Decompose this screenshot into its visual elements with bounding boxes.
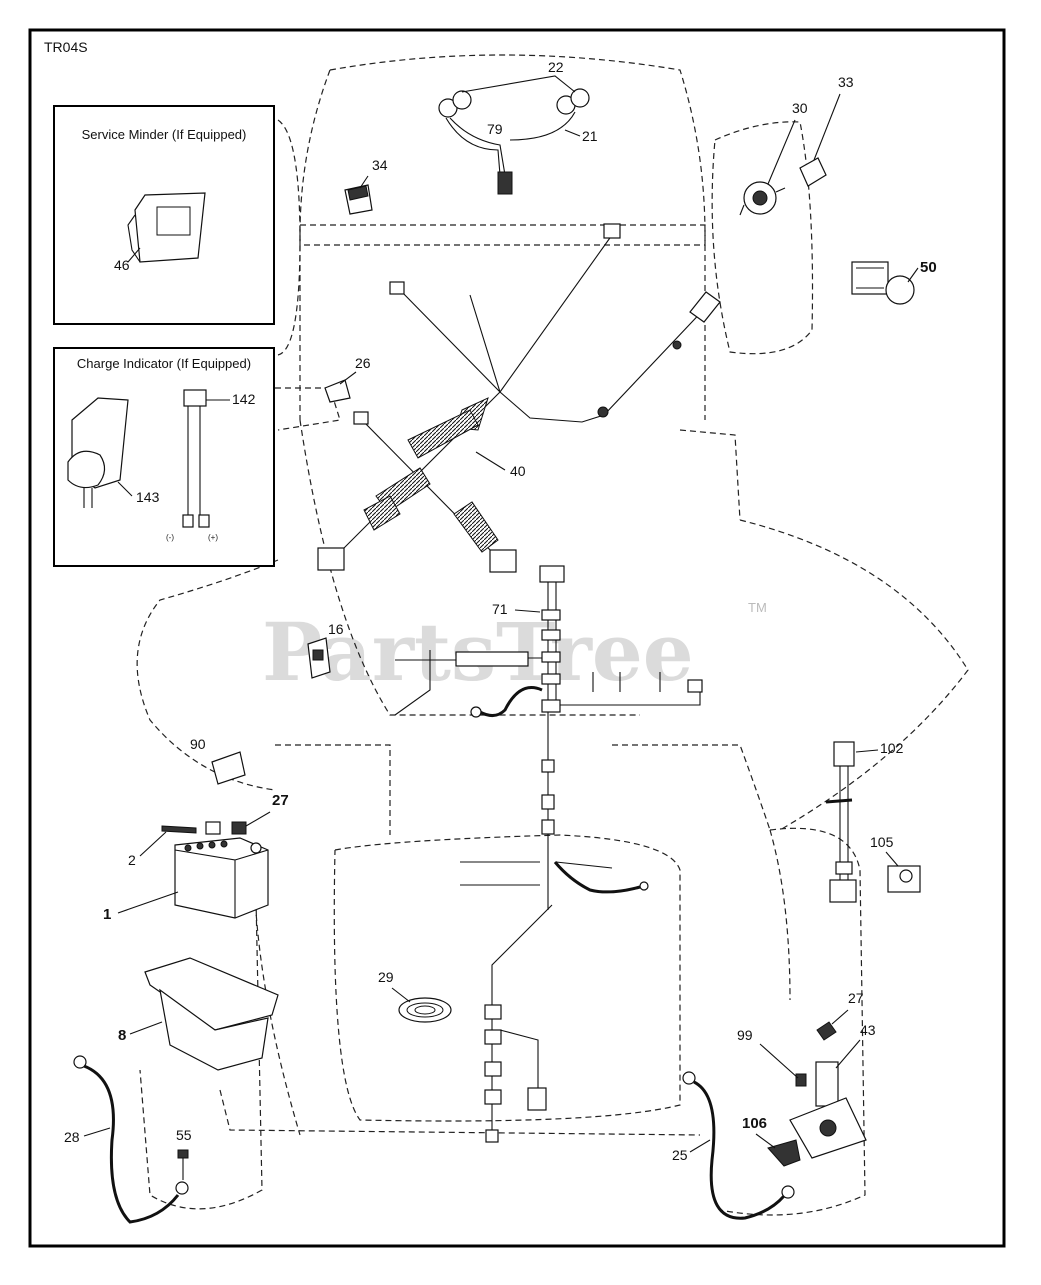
part-90-connector (211, 751, 246, 785)
part-25-positive-cable (682, 1071, 795, 1220)
part-27-nut-bottom (816, 1021, 837, 1041)
part-34-switch (344, 184, 373, 215)
tractor-outline (136, 54, 969, 1216)
part-30-ignition-switch (739, 181, 786, 216)
callout-142: 142 (232, 391, 256, 407)
part-26-clip (324, 379, 351, 403)
callout-1: 1 (103, 906, 111, 923)
callout-27-top: 27 (272, 792, 289, 809)
callout-8: 8 (118, 1027, 126, 1044)
diagram-frame (28, 28, 1006, 1248)
callout-29: 29 (378, 969, 394, 985)
part-2-bolt (161, 821, 221, 835)
part-102-harness (825, 741, 857, 903)
callout-50: 50 (920, 259, 937, 276)
callout-99: 99 (737, 1027, 753, 1043)
callout-21: 21 (582, 128, 598, 144)
main-harness-40 (317, 223, 721, 573)
callout-2: 2 (128, 852, 136, 868)
callout-102: 102 (880, 740, 904, 756)
charge-indicator-part-icon (67, 397, 129, 508)
part-33-key (799, 157, 827, 187)
diagram-code: TR04S (44, 39, 88, 55)
mark-negative: (-) (166, 533, 174, 542)
callout-79: 79 (487, 121, 503, 137)
callout-40: 40 (510, 463, 526, 479)
part-105-solenoid (887, 865, 921, 893)
service-minder-title: Service Minder (If Equipped) (82, 127, 247, 142)
callout-26: 26 (355, 355, 371, 371)
watermark: PartsTree TM (262, 600, 767, 699)
mark-positive: (+) (208, 533, 218, 542)
part-27-nut-top (231, 821, 247, 835)
callout-16: 16 (328, 621, 344, 637)
callout-25: 25 (672, 1147, 688, 1163)
callout-71: 71 (492, 601, 508, 617)
part-29-cable-bundle (398, 997, 452, 1023)
callout-143: 143 (136, 489, 160, 505)
callout-30: 30 (792, 100, 808, 116)
service-minder-part-icon (127, 192, 206, 263)
part-8-battery-tray (144, 957, 279, 1071)
part-43-starter (789, 1061, 867, 1159)
service-minder-box: Service Minder (If Equipped) 46 (53, 105, 275, 325)
headlight-harness (438, 88, 590, 195)
watermark-tm: TM (748, 600, 767, 615)
part-1-battery (174, 837, 269, 919)
callout-105: 105 (870, 834, 894, 850)
callout-90: 90 (190, 736, 206, 752)
charge-indicator-harness-icon: (-) (+) (166, 389, 218, 542)
callout-43: 43 (860, 1022, 876, 1038)
callout-22: 22 (548, 59, 564, 75)
callout-28: 28 (64, 1129, 80, 1145)
harness-71 (394, 565, 703, 910)
callout-106: 106 (742, 1115, 767, 1132)
part-28-ground-cable (73, 1055, 189, 1224)
part-50-pto-switch (851, 261, 915, 305)
callout-55: 55 (176, 1127, 192, 1143)
part-99-bolt (795, 1073, 807, 1087)
callout-33: 33 (838, 74, 854, 90)
part-55-bolt (177, 1149, 189, 1180)
callout-46: 46 (114, 257, 130, 273)
callout-27-bottom: 27 (848, 990, 864, 1006)
charge-indicator-box: Charge Indicator (If Equipped) 143 (-) (… (53, 347, 275, 567)
part-16-relay (307, 637, 331, 679)
callout-34: 34 (372, 157, 388, 173)
lower-harness (484, 904, 553, 1143)
part-106-boot (767, 1139, 801, 1167)
charge-indicator-title: Charge Indicator (If Equipped) (77, 356, 251, 371)
